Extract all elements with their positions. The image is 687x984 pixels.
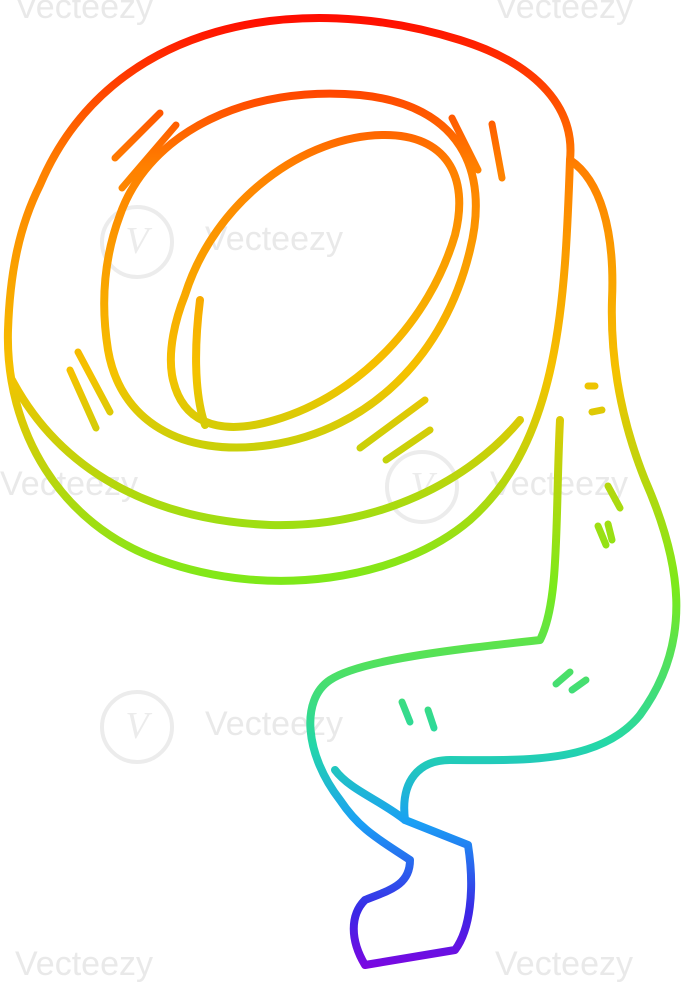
shine-mark xyxy=(568,676,590,694)
shine-mark xyxy=(594,522,610,549)
tape-strip-right-edge xyxy=(306,156,681,969)
roll-core-hole xyxy=(166,131,464,431)
shine-mark xyxy=(588,406,606,416)
shine-mark xyxy=(66,366,100,432)
roll-core-outer xyxy=(100,89,480,452)
shine-mark xyxy=(111,109,164,162)
shine-mark xyxy=(382,426,434,464)
shine-mark xyxy=(604,482,624,512)
roll-side-edge xyxy=(8,376,524,530)
shine-mark xyxy=(488,120,506,182)
shine-mark xyxy=(424,706,438,732)
shine-mark xyxy=(552,668,574,688)
shine-mark xyxy=(74,348,114,416)
roll-core-hole-lip xyxy=(192,296,209,429)
shine-mark xyxy=(448,114,482,174)
shine-mark xyxy=(398,698,414,726)
shine-mark xyxy=(356,396,429,452)
shine-mark xyxy=(118,121,180,192)
roll-outer-rim xyxy=(3,14,575,585)
shine-mark xyxy=(604,520,616,544)
tape-strip-fold xyxy=(331,766,409,824)
